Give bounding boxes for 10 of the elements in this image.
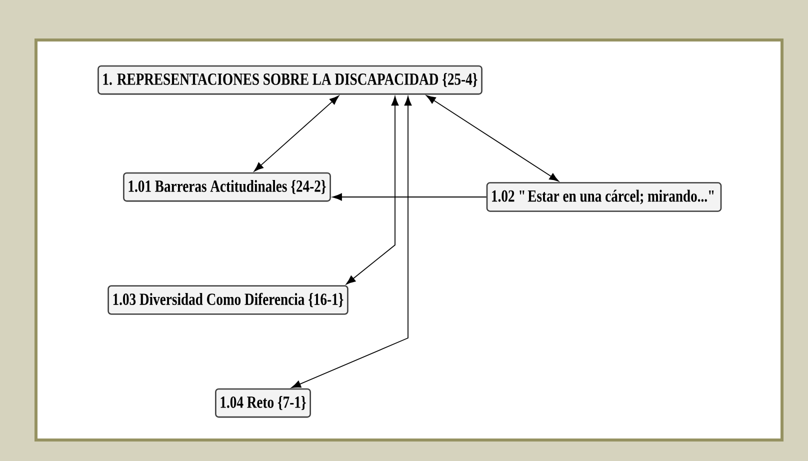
topic-box: 1.01 Barreras Actitudinales {24-2} [123, 172, 331, 202]
arrow [254, 96, 340, 172]
arrow [426, 95, 559, 182]
topic-box: 1. REPRESENTACIONES SOBRE LA DISCAPACIDAD {25-4} [98, 65, 482, 95]
arrow [332, 193, 487, 201]
arrow [346, 96, 399, 284]
arrow [291, 96, 412, 388]
topic-box: 1.03 Diversidad Como Diferencia {16-1} [108, 285, 348, 315]
topic-box: 1.04 Reto {7-1} [215, 388, 311, 418]
topic-box: 1.02 "Estar en una cárcel; mirando..." [486, 182, 722, 212]
